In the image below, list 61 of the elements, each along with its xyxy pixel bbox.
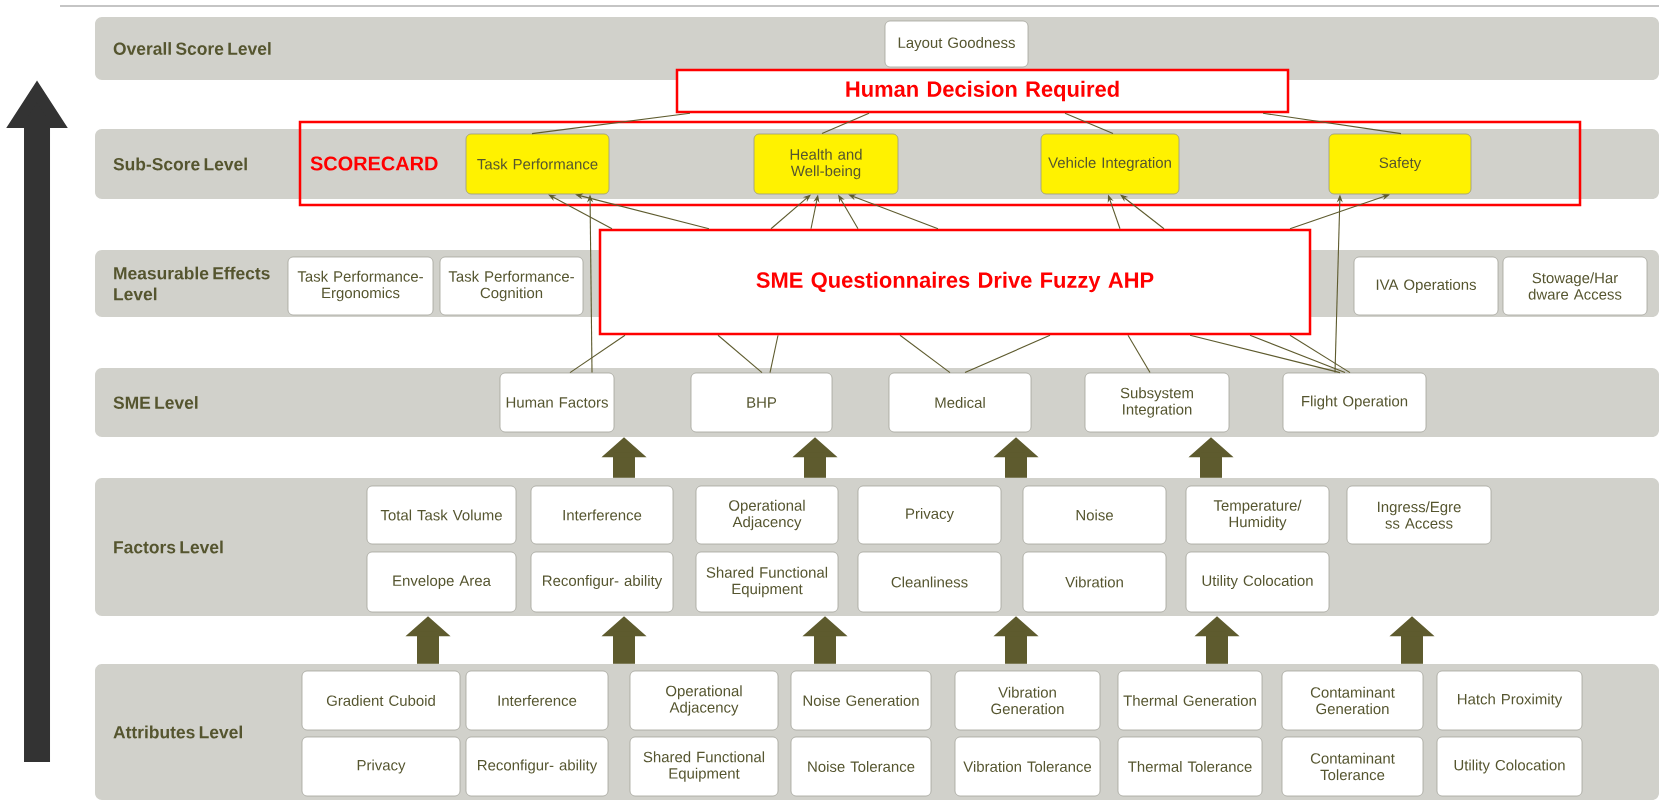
connector-line — [1289, 334, 1351, 374]
rounded-box: Utility Colocation — [1185, 551, 1330, 613]
rounded-box: Shared Functional Equipment — [695, 551, 839, 613]
rounded-box: Operational Adjacency — [695, 485, 839, 545]
arrow — [1120, 194, 1165, 230]
connector-line — [717, 334, 763, 374]
rounded-box: Reconfigur- ability — [465, 736, 609, 797]
rounded-box: Task Performance-Cognition — [439, 256, 584, 316]
rounded-box: Temperature/ Humidity — [1185, 485, 1330, 545]
connector-line — [1064, 112, 1114, 135]
rounded-box: Thermal Generation — [1117, 670, 1263, 731]
rounded-box: Layout Goodness — [884, 20, 1029, 68]
rounded-box: Hatch Proximity — [1436, 670, 1583, 731]
connector-line — [569, 334, 626, 374]
rounded-box: Ingress/Egre ss Access — [1346, 485, 1492, 545]
rounded-box: Interference — [530, 485, 674, 545]
rounded-box: Privacy — [301, 736, 461, 797]
rounded-box: Operational Adjacency — [629, 670, 779, 731]
rounded-box: Task Performance-Ergonomics — [287, 256, 434, 316]
rounded-box: Shared Functional Equipment — [629, 736, 779, 797]
connector-line — [964, 334, 1051, 374]
arrow — [770, 194, 811, 230]
rounded-box: Privacy — [857, 485, 1002, 545]
rounded-box: Noise — [1022, 485, 1167, 545]
score-box: Safety — [1328, 133, 1472, 195]
callout-box: Human Decision Required — [675, 68, 1290, 114]
rounded-box: Flight Operation — [1282, 372, 1427, 433]
rounded-box: Subsystem Integration — [1084, 372, 1230, 433]
rounded-box: Human Factors — [499, 372, 615, 433]
rounded-box: Vibration — [1022, 551, 1167, 613]
rounded-box: IVA Operations — [1353, 256, 1499, 316]
rounded-box: Stowage/Har dware Access — [1502, 256, 1648, 316]
connector-line — [1262, 112, 1402, 135]
rounded-box: BHP — [690, 372, 833, 433]
score-box: Task Performance — [465, 133, 610, 195]
rounded-box: Reconfigur- ability — [530, 551, 674, 613]
connector-line — [1249, 334, 1346, 374]
connector-line — [769, 334, 779, 374]
rounded-box: Vibration Generation — [954, 670, 1101, 731]
connector-line — [899, 334, 951, 374]
rounded-box: Gradient Cuboid — [301, 670, 461, 731]
rounded-box: Total Task Volume — [366, 485, 517, 545]
rounded-box: Interference — [465, 670, 609, 731]
connector-line — [1127, 334, 1151, 374]
rounded-box: Vibration Tolerance — [954, 736, 1101, 797]
rounded-box: Noise Generation — [790, 670, 932, 731]
connector-line — [531, 112, 691, 135]
rounded-box: Contaminant Generation — [1281, 670, 1424, 731]
rounded-box: Thermal Tolerance — [1117, 736, 1263, 797]
rounded-box: Noise Tolerance — [790, 736, 932, 797]
rounded-box: Utility Colocation — [1436, 736, 1583, 797]
connector-line — [1189, 334, 1341, 374]
rounded-box: Medical — [888, 372, 1032, 433]
rounded-box: Contaminant Tolerance — [1281, 736, 1424, 797]
score-box: Health and Well-being — [753, 133, 899, 195]
rounded-box: Cleanliness — [857, 551, 1002, 613]
score-box: Vehicle Integration — [1040, 133, 1180, 195]
arrow — [548, 194, 613, 230]
callout-box: SME Questionnaires Drive Fuzzy AHP — [598, 228, 1312, 336]
connector-line — [821, 112, 870, 135]
rounded-box: Envelope Area — [366, 551, 517, 613]
